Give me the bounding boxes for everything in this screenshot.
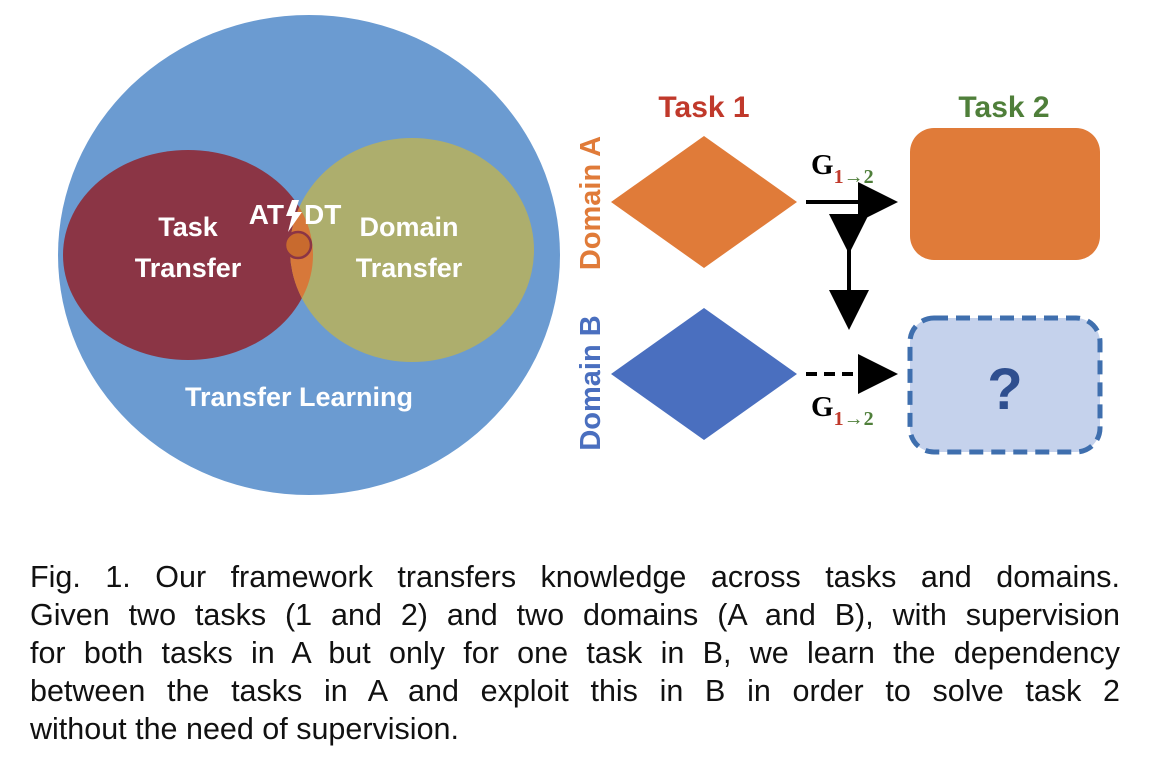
mapping-label-bottom-g: G bbox=[811, 391, 834, 423]
domain-transfer-label-line2: Transfer bbox=[356, 253, 463, 283]
mapping-label-top-sub-to: 2 bbox=[864, 166, 874, 188]
task1-column-header: Task 1 bbox=[658, 91, 749, 124]
mapping-label-top-sub-arrow: → bbox=[844, 166, 864, 188]
domain-transfer-label-line1: Domain bbox=[359, 212, 458, 242]
domain-transfer-circle bbox=[290, 138, 534, 362]
mapping-label-bottom: G1→2 bbox=[811, 391, 874, 430]
mapping-label-bottom-sub-arrow: → bbox=[844, 408, 864, 430]
domain-b-row-label: Domain B bbox=[575, 315, 607, 450]
figure-diagram: Task Transfer Domain Transfer AT DT Tran… bbox=[58, 15, 1103, 495]
task2-domain-a-box bbox=[910, 128, 1100, 260]
lightning-bolt-icon bbox=[286, 200, 302, 232]
intersection-label-dt: DT bbox=[304, 199, 341, 230]
intersection-dot bbox=[283, 230, 313, 260]
transfer-learning-label: Transfer Learning bbox=[185, 382, 413, 412]
caption-line-5: without the need of supervision. bbox=[30, 712, 459, 746]
caption-line-3: for both tasks in A but only for one tas… bbox=[30, 636, 1120, 670]
task2-column-header: Task 2 bbox=[958, 91, 1049, 124]
mapping-label-bottom-sub-from: 1 bbox=[834, 408, 844, 430]
task-transfer-label-line2: Transfer bbox=[135, 253, 242, 283]
mapping-label-top-sub-from: 1 bbox=[834, 166, 844, 188]
intersection-label-at: AT bbox=[249, 199, 284, 230]
mapping-label-top-g: G bbox=[811, 149, 834, 181]
mapping-label-bottom-sub-to: 2 bbox=[864, 408, 874, 430]
task-transfer-circle bbox=[63, 150, 313, 360]
task1-domain-a-diamond bbox=[611, 136, 797, 268]
task2-domain-b-box bbox=[907, 315, 1103, 455]
mapping-label-top: G1→2 bbox=[811, 149, 874, 188]
figure-caption: Fig. 1. Our framework transfers knowledg… bbox=[30, 558, 1120, 748]
task-transfer-label-line1: Task bbox=[158, 212, 219, 242]
domain-a-row-label: Domain A bbox=[575, 136, 607, 270]
caption-line-1: Fig. 1. Our framework transfers knowledg… bbox=[30, 560, 1120, 594]
caption-line-2: Given two tasks (1 and 2) and two domain… bbox=[30, 598, 1120, 632]
caption-line-4: between the tasks in A and exploit this … bbox=[30, 674, 1120, 708]
unknown-question-mark: ? bbox=[987, 357, 1022, 422]
task1-domain-b-diamond bbox=[611, 308, 797, 440]
